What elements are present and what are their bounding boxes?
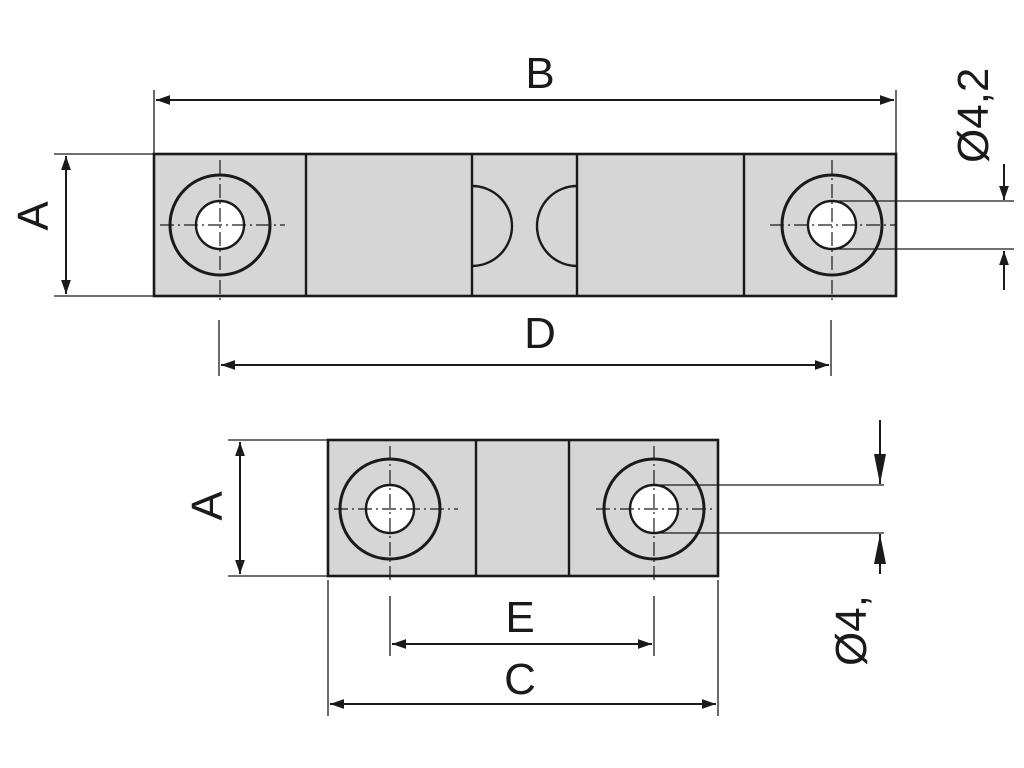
dimension-label-d: D [524,309,556,358]
dimension-label-a: A [9,201,58,231]
top-magnet-arc-left [471,184,514,268]
dimension-b: B [153,49,897,154]
dimension-diameter-bottom: Ø4, [654,420,886,666]
top-catch-view [152,152,898,300]
dimension-label-e: E [505,593,534,642]
dimension-d: D [218,309,832,376]
dimension-label-diameter: Ø4, [827,595,876,666]
bottom-plate-view [326,438,720,580]
dimension-c: C [327,580,719,716]
dimension-diameter-top: Ø4,2 [832,68,1014,290]
dimension-label-b: B [525,49,554,98]
dimension-e: E [389,593,655,656]
dimension-label-c: C [504,655,536,704]
dimension-label-a: A [183,491,232,521]
top-magnet-arc-right [535,184,578,268]
dimension-a-bottom: A [183,439,328,577]
dimension-a-top: A [9,153,154,297]
dimension-label-diameter: Ø4,2 [949,68,998,163]
